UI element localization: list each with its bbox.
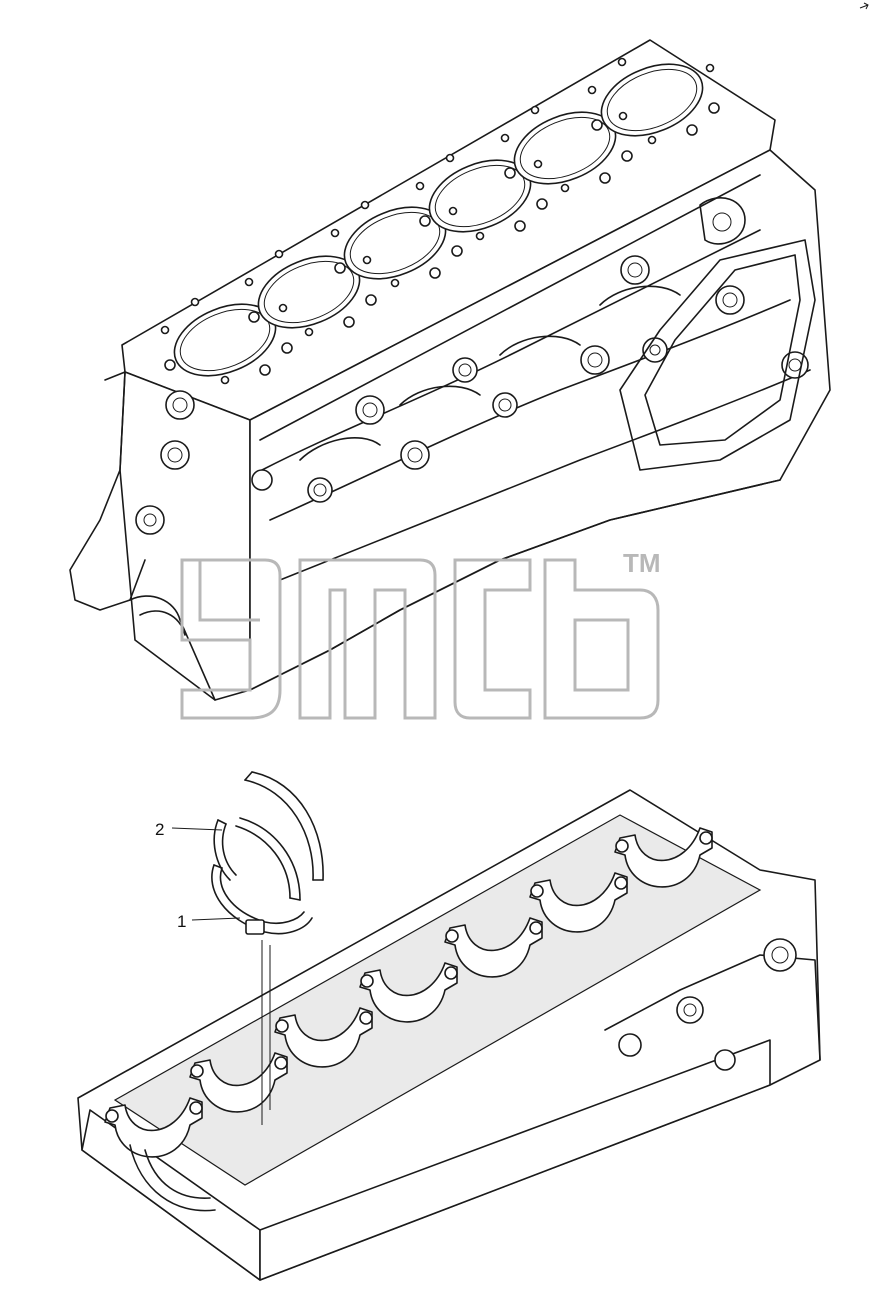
deck-hole xyxy=(190,297,200,307)
deck-hole xyxy=(647,135,657,145)
deck-hole xyxy=(686,124,698,136)
deck-hole xyxy=(415,181,425,191)
deck-hole xyxy=(451,245,463,257)
deck-hole xyxy=(365,294,377,306)
deck-hole xyxy=(514,220,526,232)
deck-hole xyxy=(617,57,627,67)
corner-mark xyxy=(859,2,869,10)
saddle-bolt-hole xyxy=(275,1019,289,1033)
saddle-bolt-hole xyxy=(615,839,629,853)
deck-hole xyxy=(281,342,293,354)
deck-hole xyxy=(705,63,715,73)
deck-hole xyxy=(587,85,597,95)
deck-hole xyxy=(259,364,271,376)
deck-hole xyxy=(504,167,516,179)
deck-hole xyxy=(220,375,230,385)
saddle-bolt-hole xyxy=(360,974,374,988)
bearing-saddle xyxy=(444,917,543,978)
deck-hole xyxy=(330,228,340,238)
saddle-bolt-hole xyxy=(445,929,459,943)
deck-hole xyxy=(360,200,370,210)
callout-label-1: 1 xyxy=(177,912,186,931)
deck-hole xyxy=(429,267,441,279)
deck-hole xyxy=(278,303,288,313)
bearing-saddle xyxy=(274,1007,373,1068)
saddle-bolt-hole xyxy=(529,921,543,935)
deck-hole xyxy=(618,111,628,121)
bearing-saddle xyxy=(614,827,713,888)
deck-holes xyxy=(160,57,720,385)
trademark-symbol: TM xyxy=(623,548,661,578)
watermark-logo: TM xyxy=(180,548,661,720)
deck-hole xyxy=(343,316,355,328)
deck-hole xyxy=(390,278,400,288)
saddle-bolt-hole xyxy=(530,884,544,898)
deck-hole xyxy=(448,206,458,216)
deck-hole xyxy=(500,133,510,143)
deck-hole xyxy=(621,150,633,162)
saddle-bolt-hole xyxy=(614,876,628,890)
bearing-saddle xyxy=(359,962,458,1023)
saddle-bolt-hole xyxy=(274,1056,288,1070)
crankcase-bedplate xyxy=(77,789,821,1281)
deck-hole xyxy=(536,198,548,210)
deck-hole xyxy=(334,262,346,274)
deck-hole xyxy=(419,215,431,227)
thrust-washer-lower xyxy=(211,819,313,935)
deck-hole xyxy=(244,277,254,287)
deck-hole xyxy=(274,249,284,259)
deck-hole xyxy=(599,172,611,184)
saddle-bolt-hole xyxy=(444,966,458,980)
bearing-saddle xyxy=(189,1052,288,1113)
deck-hole xyxy=(533,159,543,169)
deck-hole xyxy=(530,105,540,115)
thrust-washer-upper xyxy=(235,771,324,901)
deck-hole xyxy=(362,255,372,265)
saddle-bolt-hole xyxy=(359,1011,373,1025)
saddle-bolt-hole xyxy=(189,1101,203,1115)
deck-hole xyxy=(445,153,455,163)
saddle-bolt-hole xyxy=(190,1064,204,1078)
deck-hole xyxy=(591,119,603,131)
deck-hole xyxy=(248,311,260,323)
saddle-bolt-hole xyxy=(105,1109,119,1123)
deck-hole xyxy=(304,327,314,337)
callout-leader-1 xyxy=(191,917,241,921)
saddle-bolt-hole xyxy=(699,831,713,845)
bearing-saddle xyxy=(529,872,628,933)
deck-hole xyxy=(708,102,720,114)
callout-label-2: 2 xyxy=(155,820,164,839)
bearing-saddle xyxy=(104,1097,203,1158)
deck-hole xyxy=(160,325,170,335)
deck-hole xyxy=(560,183,570,193)
deck-hole xyxy=(164,359,176,371)
deck-hole xyxy=(475,231,485,241)
callout-leader-2 xyxy=(171,827,223,831)
